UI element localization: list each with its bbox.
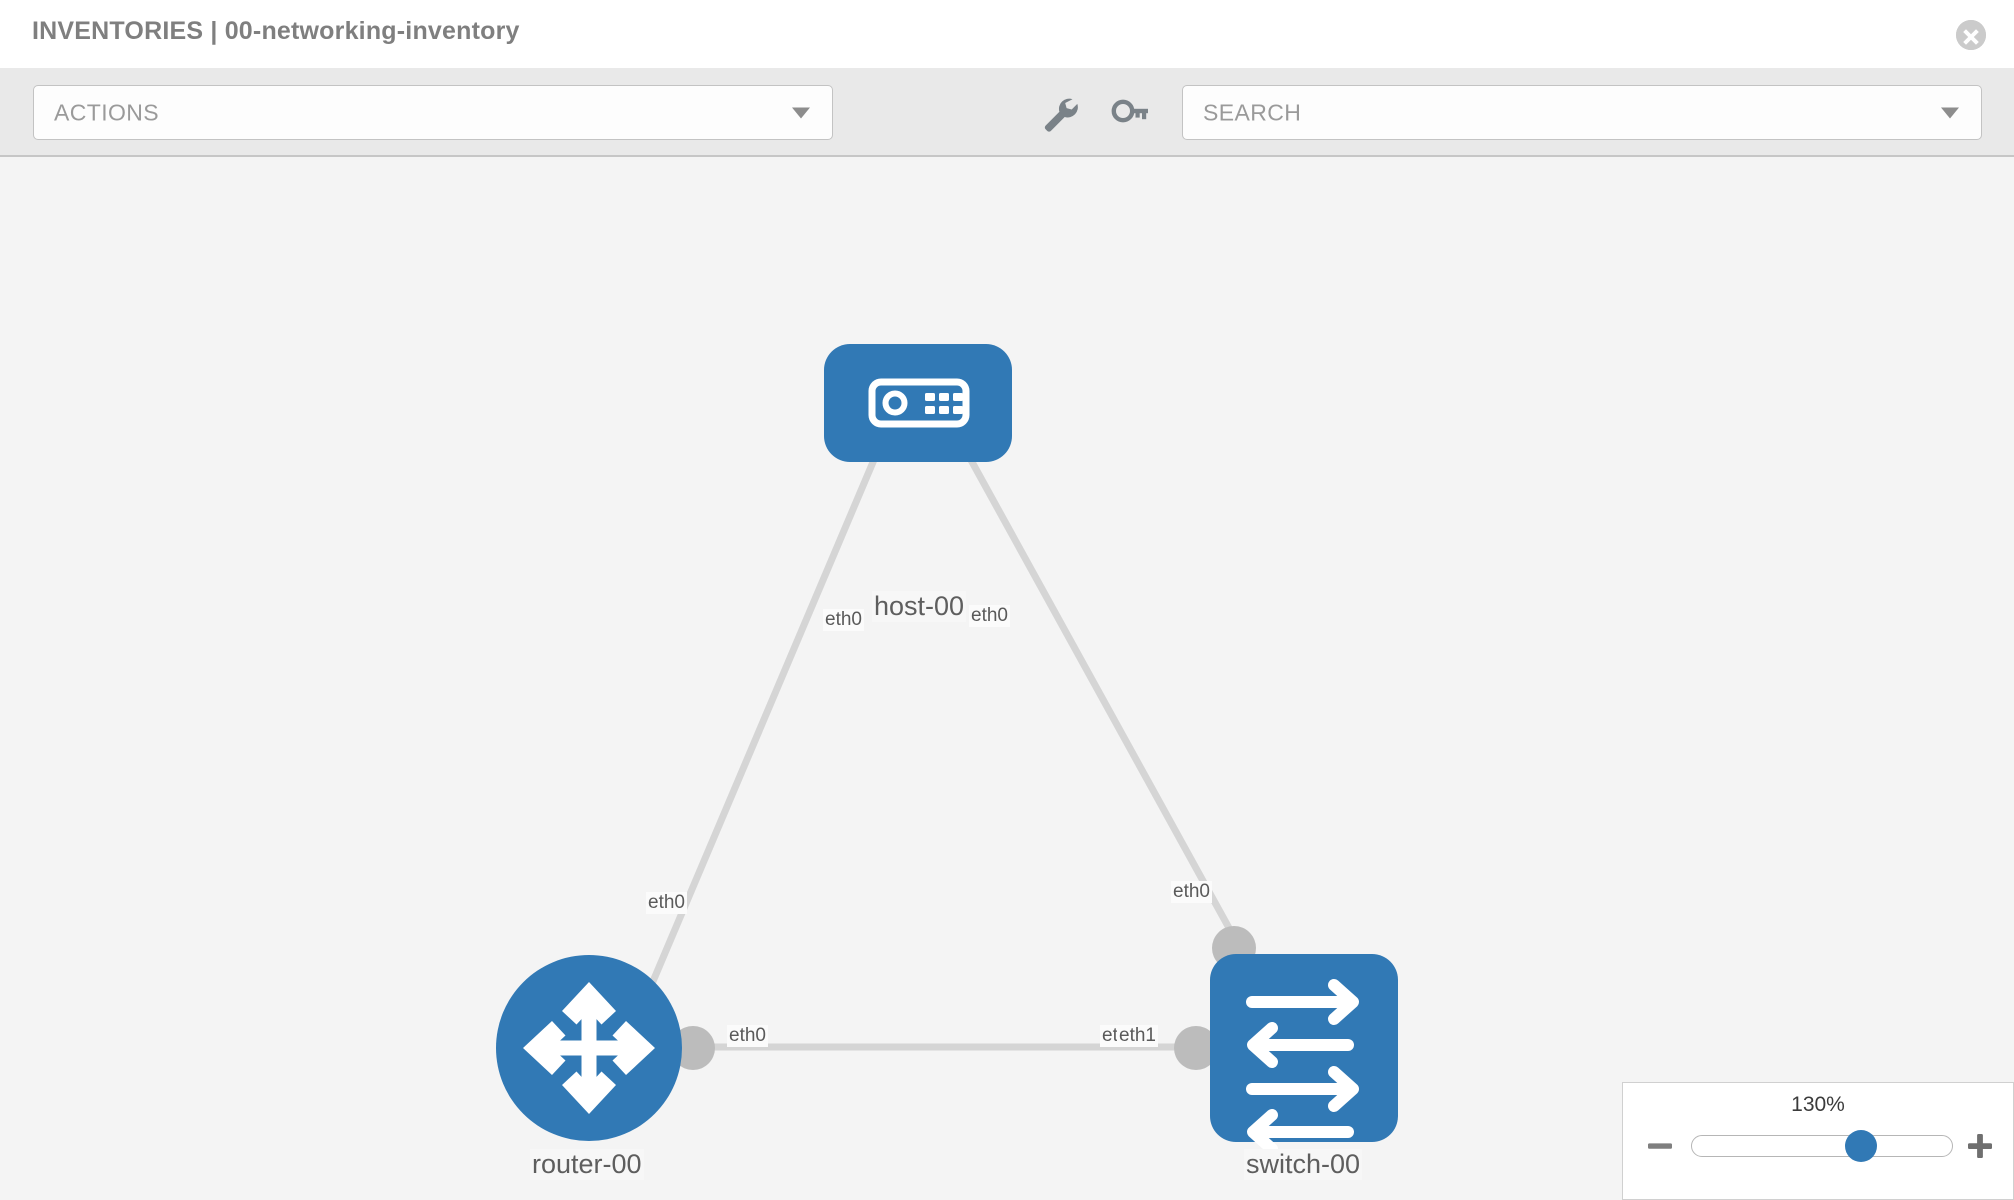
link-host-switch[interactable] <box>946 420 1249 959</box>
node-label-router-00: router-00 <box>530 1149 644 1180</box>
actions-dropdown-label: ACTIONS <box>54 99 160 125</box>
node-router-00[interactable] <box>496 955 682 1141</box>
zoom-level-value: 130% <box>1791 1093 1845 1116</box>
node-host-00[interactable] <box>824 344 1012 462</box>
port-connector[interactable] <box>671 1026 715 1070</box>
wrench-icon[interactable] <box>1040 96 1080 132</box>
port-label-router-up: eth0 <box>646 892 687 914</box>
port-label-router-right: eth0 <box>727 1025 768 1047</box>
chevron-down-icon <box>792 107 810 118</box>
port-label-switch-left: eth1 <box>1117 1025 1158 1047</box>
page-header: INVENTORIES | 00-networking-inventory <box>0 0 2014 68</box>
link-host-router[interactable] <box>636 420 894 1014</box>
page-title: INVENTORIES | 00-networking-inventory <box>32 17 520 45</box>
zoom-control-panel: 130% <box>1622 1082 2014 1200</box>
topology-canvas[interactable]: host-00 router-00 switch-00 eth0 eth0 et… <box>0 157 2014 1200</box>
port-connector[interactable] <box>1174 1026 1218 1070</box>
port-label-host-left: eth0 <box>823 609 864 631</box>
key-icon[interactable] <box>1110 96 1150 132</box>
search-dropdown[interactable]: SEARCH <box>1182 85 1982 140</box>
zoom-slider-track[interactable] <box>1691 1135 1953 1157</box>
close-button[interactable] <box>1956 20 1986 50</box>
search-input-placeholder: SEARCH <box>1203 99 1302 125</box>
port-label-host-right: eth0 <box>969 605 1010 627</box>
chevron-down-icon <box>1941 107 1959 118</box>
toolbar: ACTIONS SEARCH <box>0 68 2014 157</box>
node-label-host-00: host-00 <box>872 591 967 622</box>
node-switch-00[interactable] <box>1210 954 1398 1155</box>
actions-dropdown[interactable]: ACTIONS <box>33 85 833 140</box>
node-label-switch-00: switch-00 <box>1244 1149 1363 1180</box>
zoom-out-button[interactable] <box>1645 1131 1675 1161</box>
zoom-slider-handle[interactable] <box>1845 1130 1877 1162</box>
zoom-in-button[interactable] <box>1965 1131 1995 1161</box>
port-label-switch-up: eth0 <box>1171 881 1212 903</box>
topology-graph <box>496 344 1398 1155</box>
